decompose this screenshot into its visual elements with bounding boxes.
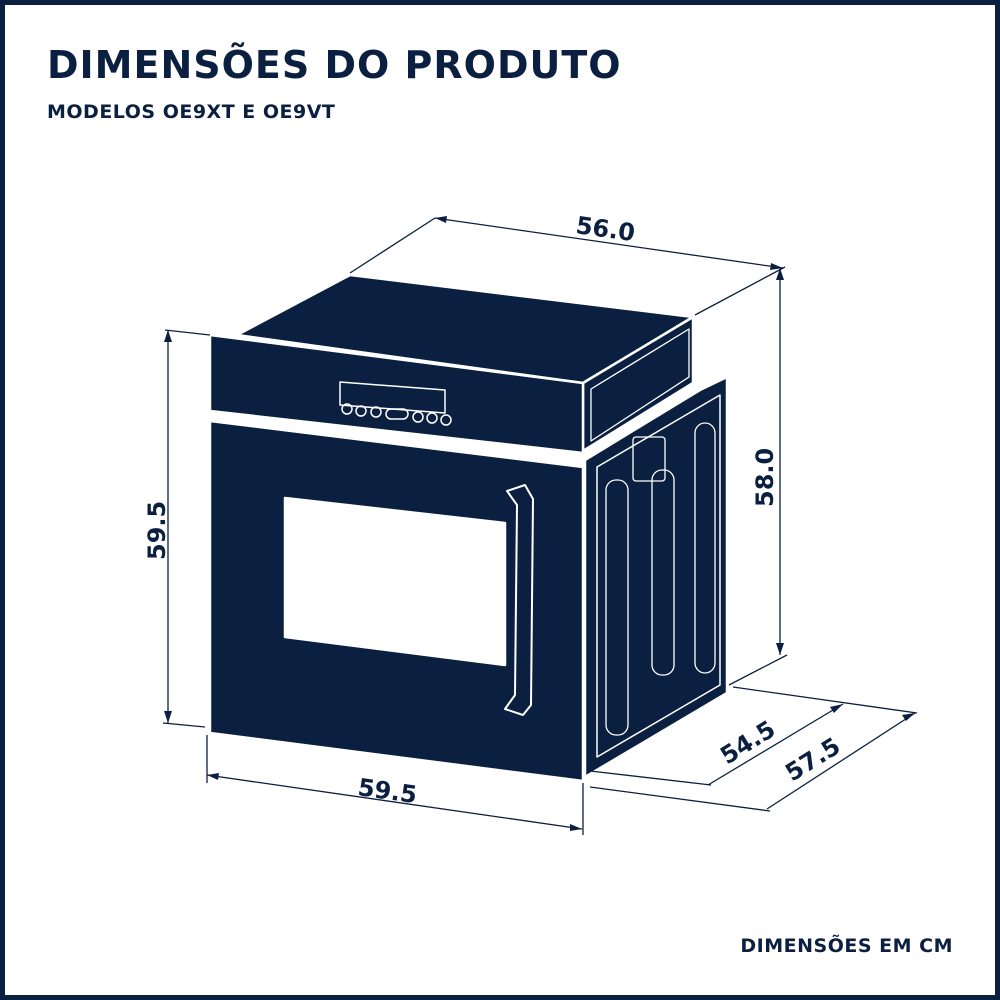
oven-diagram: 56.0 58.0 59.5 59.5 54.5 57.5: [143, 211, 918, 835]
dimension-top-width: 56.0: [574, 211, 637, 247]
oven-panel-side-inset: [590, 328, 690, 442]
side-vents: [605, 422, 716, 736]
page-subtitle: MODELOS OE9XT E OE9VT: [47, 101, 336, 123]
control-display: [339, 381, 446, 414]
oven-side-panel-outline: [596, 394, 721, 758]
door-handle: [504, 484, 534, 716]
dimension-lines: [162, 217, 918, 835]
dimension-side-height: 58.0: [751, 448, 779, 507]
oven-side-body: [583, 375, 729, 779]
dimension-front-height: 59.5: [143, 501, 171, 560]
page-title: DIMENSÕES DO PRODUTO: [47, 43, 622, 87]
dimension-arrowheads: [164, 216, 915, 831]
dimension-front-width: 59.5: [356, 773, 419, 809]
oven-window: [283, 496, 507, 667]
control-buttons: [341, 403, 452, 426]
oven-illustration: [208, 273, 729, 783]
units-note: DIMENSÕES EM CM: [740, 935, 953, 957]
